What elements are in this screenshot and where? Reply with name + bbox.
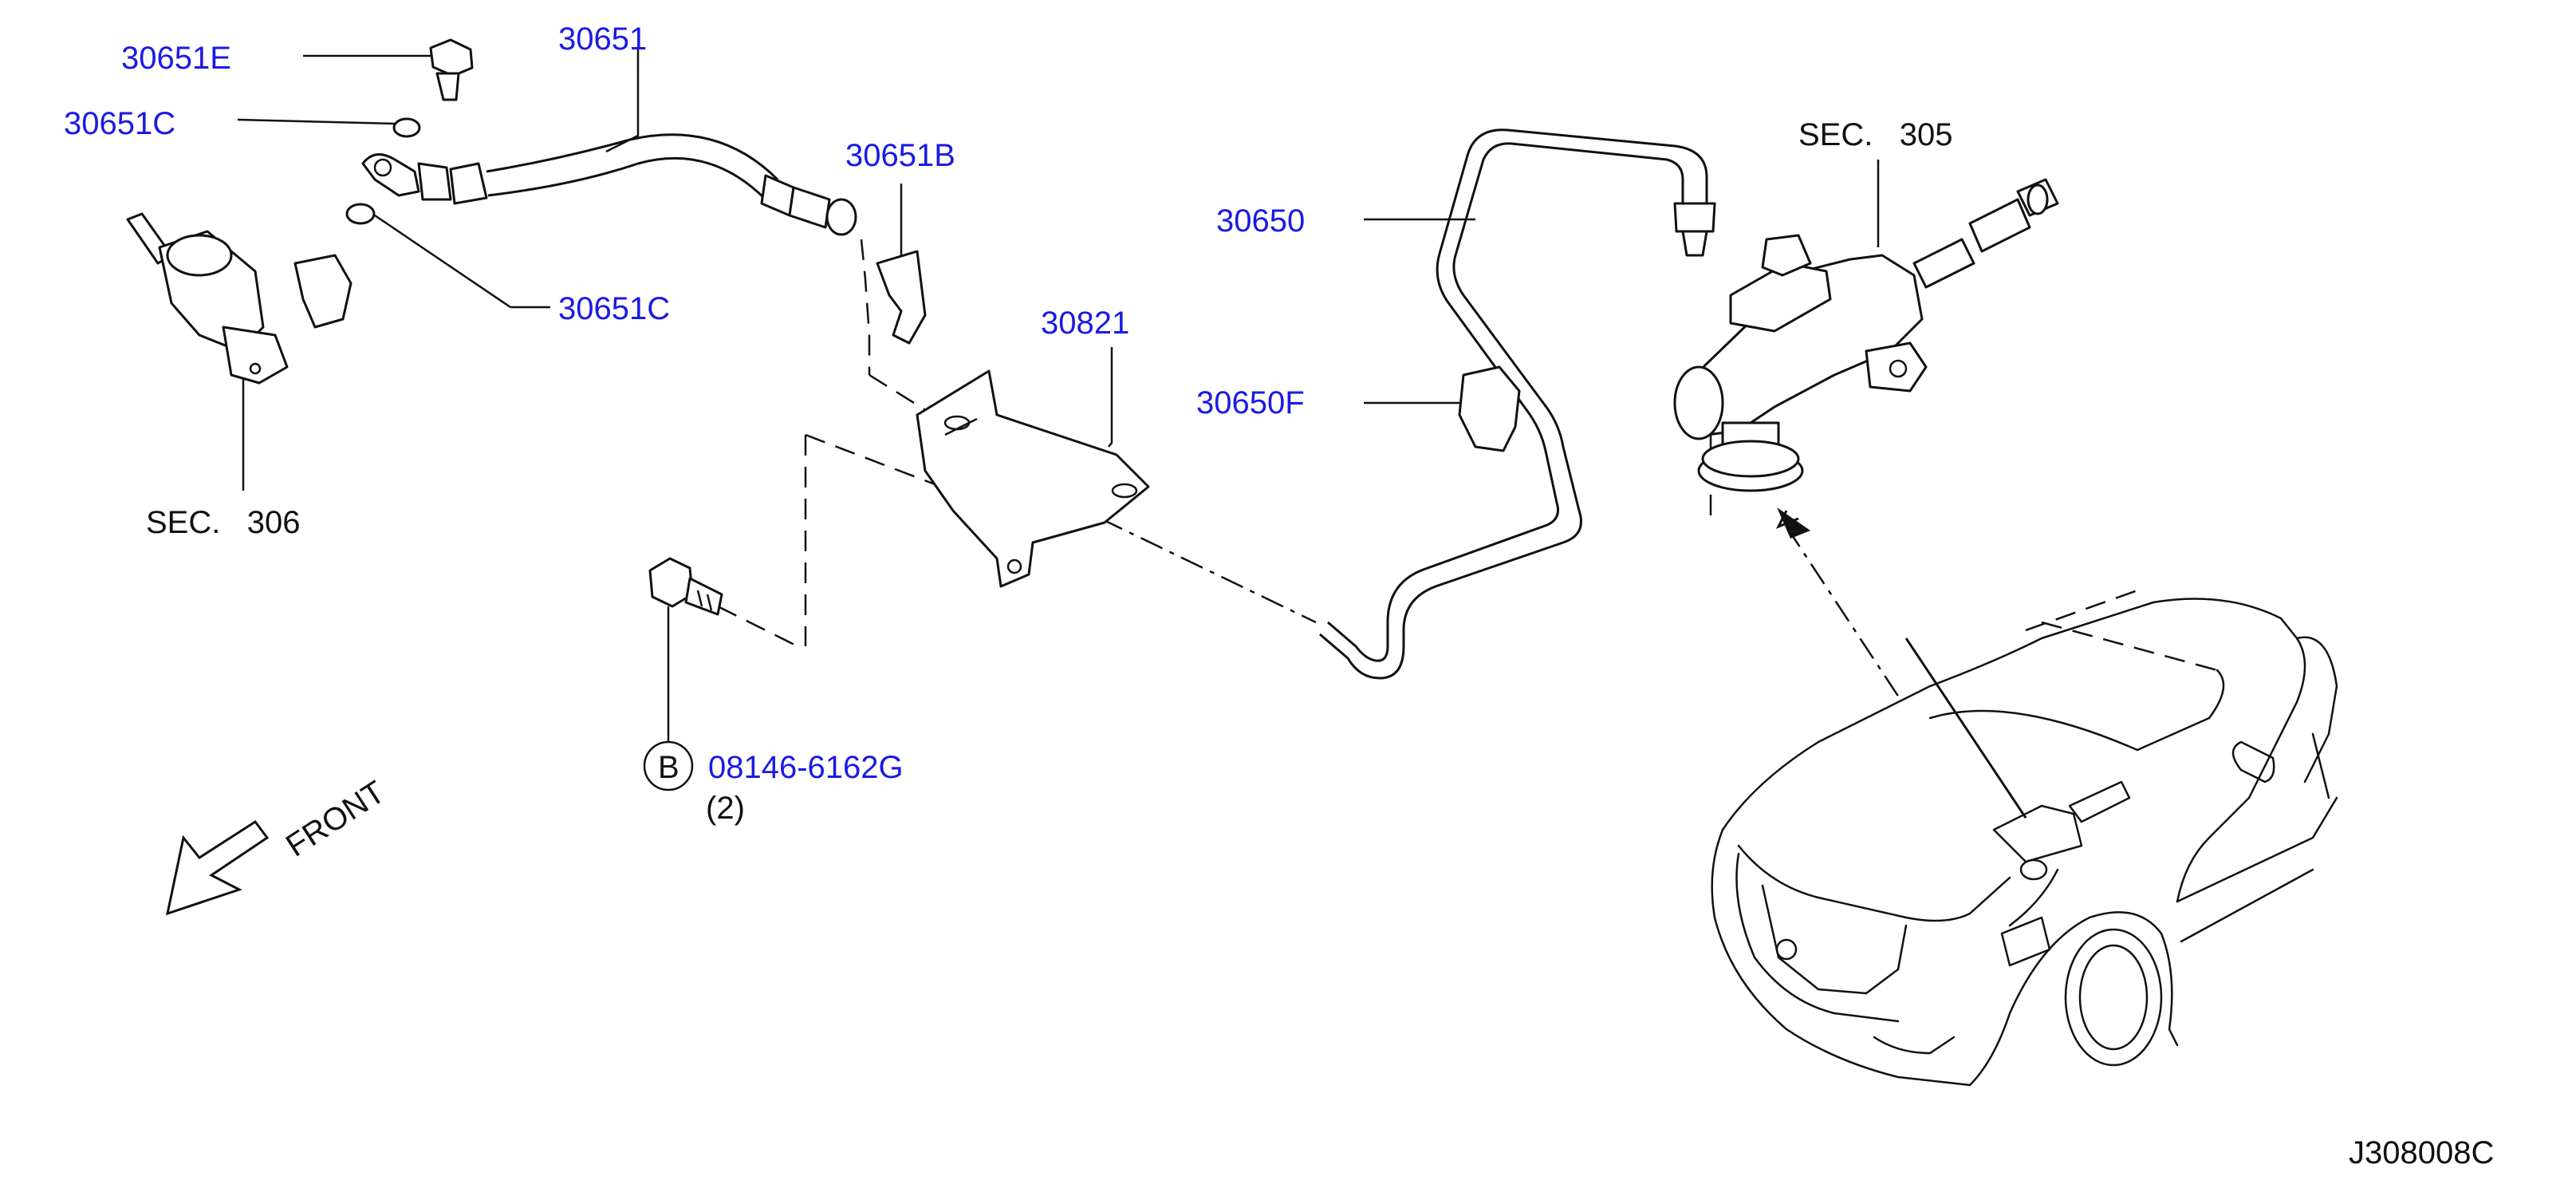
washer-30651C-top [392, 117, 421, 138]
section-ref-305: SEC. 305 [1798, 117, 1952, 152]
clutch-tube-30650 [1319, 128, 1716, 680]
callout-30651C-top[interactable]: 30651C [64, 106, 175, 141]
bolt-quantity: (2) [706, 791, 745, 826]
clutch-hose-30651 [361, 133, 857, 236]
clip-30650F [1458, 365, 1521, 452]
clutch-operating-cylinder [126, 212, 353, 385]
callout-30651C-bottom[interactable]: 30651C [558, 291, 670, 326]
bolt-circle-marker [643, 740, 694, 791]
bolt-circle-letter: B [658, 750, 679, 785]
section-ref-306: SEC. 306 [146, 505, 300, 540]
washer-30651C-bottom [345, 203, 376, 225]
callout-30651B[interactable]: 30651B [845, 138, 955, 173]
callout-30651[interactable]: 30651 [558, 22, 647, 57]
bracket-30821 [916, 369, 1150, 588]
front-label: FRONT [280, 775, 392, 864]
leader-lines [237, 46, 1880, 742]
diagram-code: J308008C [2349, 1135, 2494, 1170]
clutch-master-cylinder [1673, 178, 2059, 492]
vehicle-location-illustration [1711, 589, 2338, 1087]
callout-30650F[interactable]: 30650F [1196, 385, 1305, 420]
front-arrow-icon [165, 819, 270, 916]
bolt-08146-6162G [648, 557, 723, 616]
callout-30651E[interactable]: 30651E [121, 41, 231, 76]
callout-30650[interactable]: 30650 [1216, 203, 1305, 239]
front-direction-indicator: FRONT [165, 775, 392, 916]
callout-30821[interactable]: 30821 [1041, 306, 1129, 341]
bolt-30651E [429, 38, 474, 101]
location-arrow [1775, 507, 2027, 819]
clip-30651B [876, 250, 927, 345]
callout-08146-6162G[interactable]: 08146-6162G [708, 750, 904, 785]
